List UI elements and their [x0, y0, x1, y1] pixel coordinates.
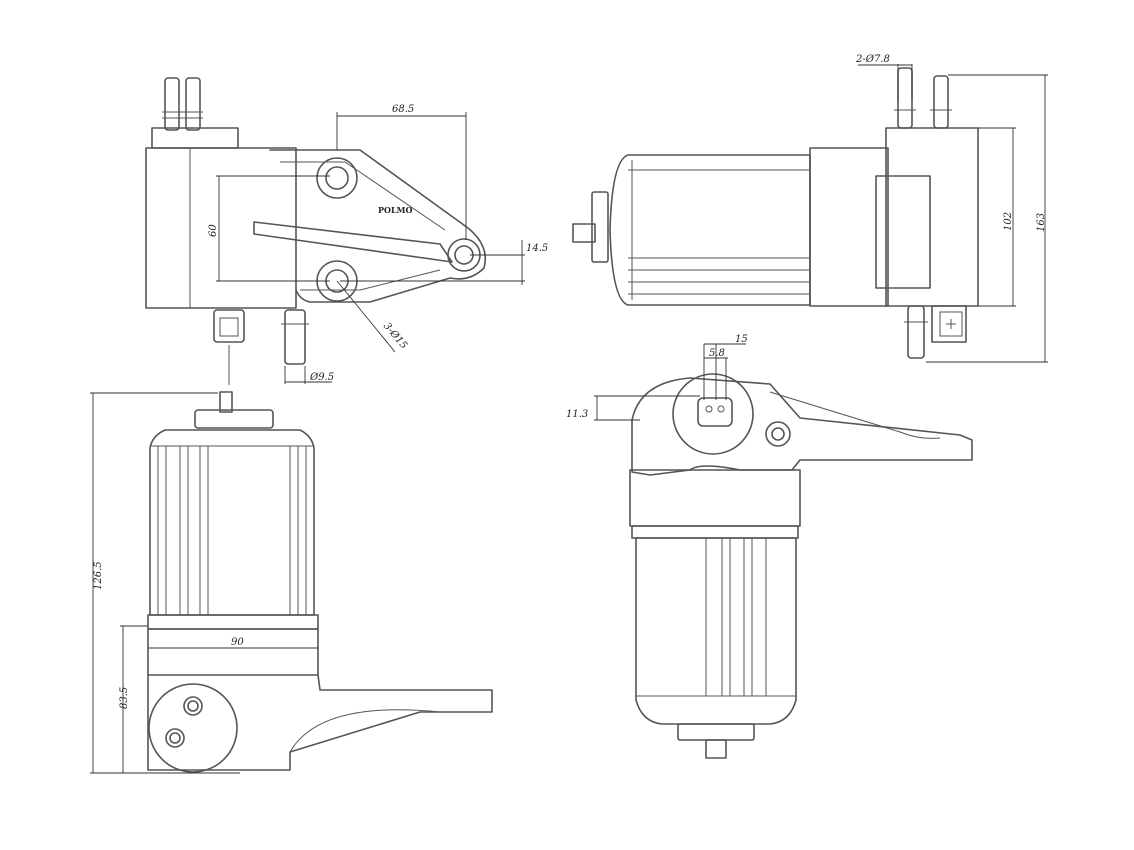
dim-5-8: 5.8: [709, 348, 725, 359]
dim-14-5: 14.5: [526, 243, 548, 254]
dim-15: 15: [735, 334, 748, 345]
brand-label: POLMO: [378, 205, 412, 215]
top-view: POLMO 68.5 60 14.5 3-Ø15 Ø9.5: [145, 77, 548, 385]
dim-163: 163: [1036, 213, 1047, 232]
dim-90: 90: [231, 637, 244, 648]
side-view: 2-Ø7.8 102 163: [572, 54, 1048, 363]
dim-9-5: Ø9.5: [309, 372, 334, 383]
dim-83-5: 83.5: [119, 687, 130, 709]
dim-126-5: 126.5: [93, 561, 104, 590]
dim-11-3: 11.3: [566, 409, 588, 420]
dim-2-7-8: 2-Ø7.8: [855, 54, 890, 65]
dim-102: 102: [1003, 212, 1014, 231]
dim-60: 60: [208, 224, 219, 237]
rear-view: 5.8 15 11.3: [566, 334, 973, 759]
front-view: 126.5 90 83.5: [90, 391, 493, 774]
dim-3-15: 3-Ø15: [381, 321, 409, 352]
dim-68-5: 68.5: [392, 104, 414, 115]
